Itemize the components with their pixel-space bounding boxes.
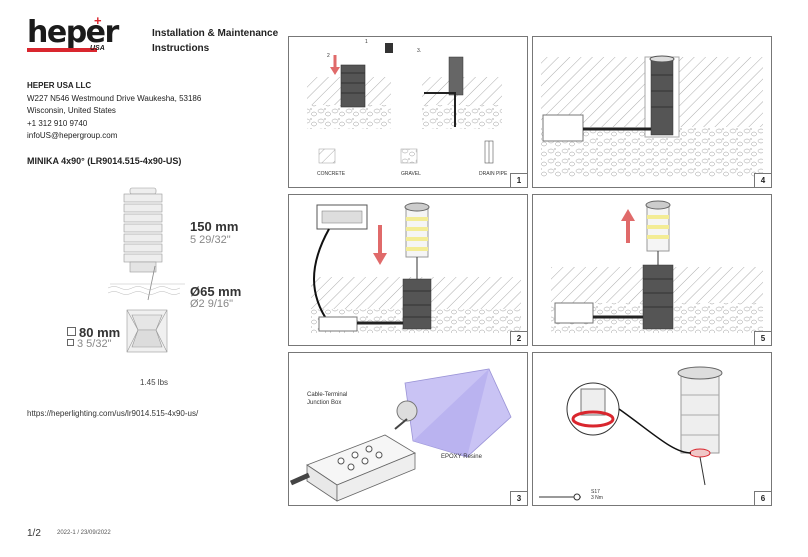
step-number-2: 2	[510, 331, 527, 345]
product-name: MINIKA 4x90° (LR9014.515-4x90-US)	[27, 156, 182, 166]
label-concrete: CONCRETE	[317, 171, 346, 177]
square-small-icon	[67, 339, 74, 346]
label-junction-box: Cable-Terminal Junction Box	[307, 392, 348, 406]
company-address-2: Wisconsin, United States	[27, 106, 116, 115]
square-icon	[67, 327, 76, 336]
logo-underline	[27, 48, 97, 52]
step-5-illustration	[551, 200, 763, 333]
company-address-1: W227 N546 Westmound Drive Waukesha, 5318…	[27, 93, 202, 103]
step-number-6: 6	[754, 491, 771, 505]
page-number: 1/2	[27, 528, 41, 539]
label-epoxy: EPOXY Resine	[441, 454, 482, 460]
step-number-4: 4	[754, 173, 771, 187]
height-mm: 150 mm	[190, 219, 239, 234]
step-panel-5: 5	[532, 194, 772, 346]
diameter-in: Ø2 9/16"	[190, 298, 234, 310]
title-line-2: Instructions	[152, 43, 210, 54]
step-1-sub-3: 3.	[417, 48, 422, 54]
revision-date: 2022-1 / 23/09/2022	[57, 530, 111, 536]
company-info: HEPER USA LLC W227 N546 Westmound Drive …	[27, 80, 201, 143]
step-panel-4: 4	[532, 36, 772, 188]
document-title: Installation & Maintenance Instructions	[152, 26, 282, 56]
step-panel-6: S17 3 Nm 6	[532, 352, 772, 506]
logo-suffix: USA	[90, 45, 105, 52]
square-size: 80 mm	[67, 325, 120, 340]
product-weight: 1.45 lbs	[140, 378, 169, 387]
step-panel-3: Cable-Terminal Junction Box EPOXY Resine…	[288, 352, 528, 506]
logo: heper	[27, 15, 119, 50]
diameter-mm: Ø65 mm	[190, 284, 242, 299]
product-drawing	[107, 187, 185, 353]
square-in: 3 5/32"	[77, 338, 112, 350]
step-number-3: 3	[510, 491, 527, 505]
title-line-1: Installation & Maintenance	[152, 28, 279, 39]
label-gravel: GRAVEL	[401, 171, 421, 177]
step-3-illustration	[289, 368, 512, 502]
label-torque: 3 Nm	[591, 495, 603, 501]
step-4-illustration	[541, 55, 763, 177]
step-number-1: 1	[510, 173, 527, 187]
height-in: 5 29/32"	[190, 234, 231, 246]
logo-plus-icon: +	[94, 13, 102, 28]
company-email[interactable]: infoUS@hepergroup.com	[27, 131, 118, 140]
step-panel-2: 2	[288, 194, 528, 346]
step-1-sub-2: 2	[327, 53, 330, 59]
step-1-illustration	[307, 43, 502, 164]
company-phone: +1 312 910 9740	[27, 118, 88, 128]
step-number-5: 5	[754, 331, 771, 345]
product-url[interactable]: https://heperlighting.com/us/lr9014.515-…	[27, 409, 199, 418]
step-panel-1: 1 2 3. CONCRETE GRAVEL DRAIN PIPE 1	[288, 36, 528, 188]
square-size-in: 3 5/32"	[67, 338, 112, 350]
company-name: HEPER USA LLC	[27, 81, 92, 90]
square-mm: 80 mm	[79, 325, 121, 340]
step-2-illustration	[311, 202, 521, 333]
label-screw: S17	[591, 489, 600, 495]
step-1-sub-1: 1	[365, 39, 368, 45]
step-6-illustration	[539, 366, 723, 501]
label-drain-pipe: DRAIN PIPE	[479, 171, 508, 177]
